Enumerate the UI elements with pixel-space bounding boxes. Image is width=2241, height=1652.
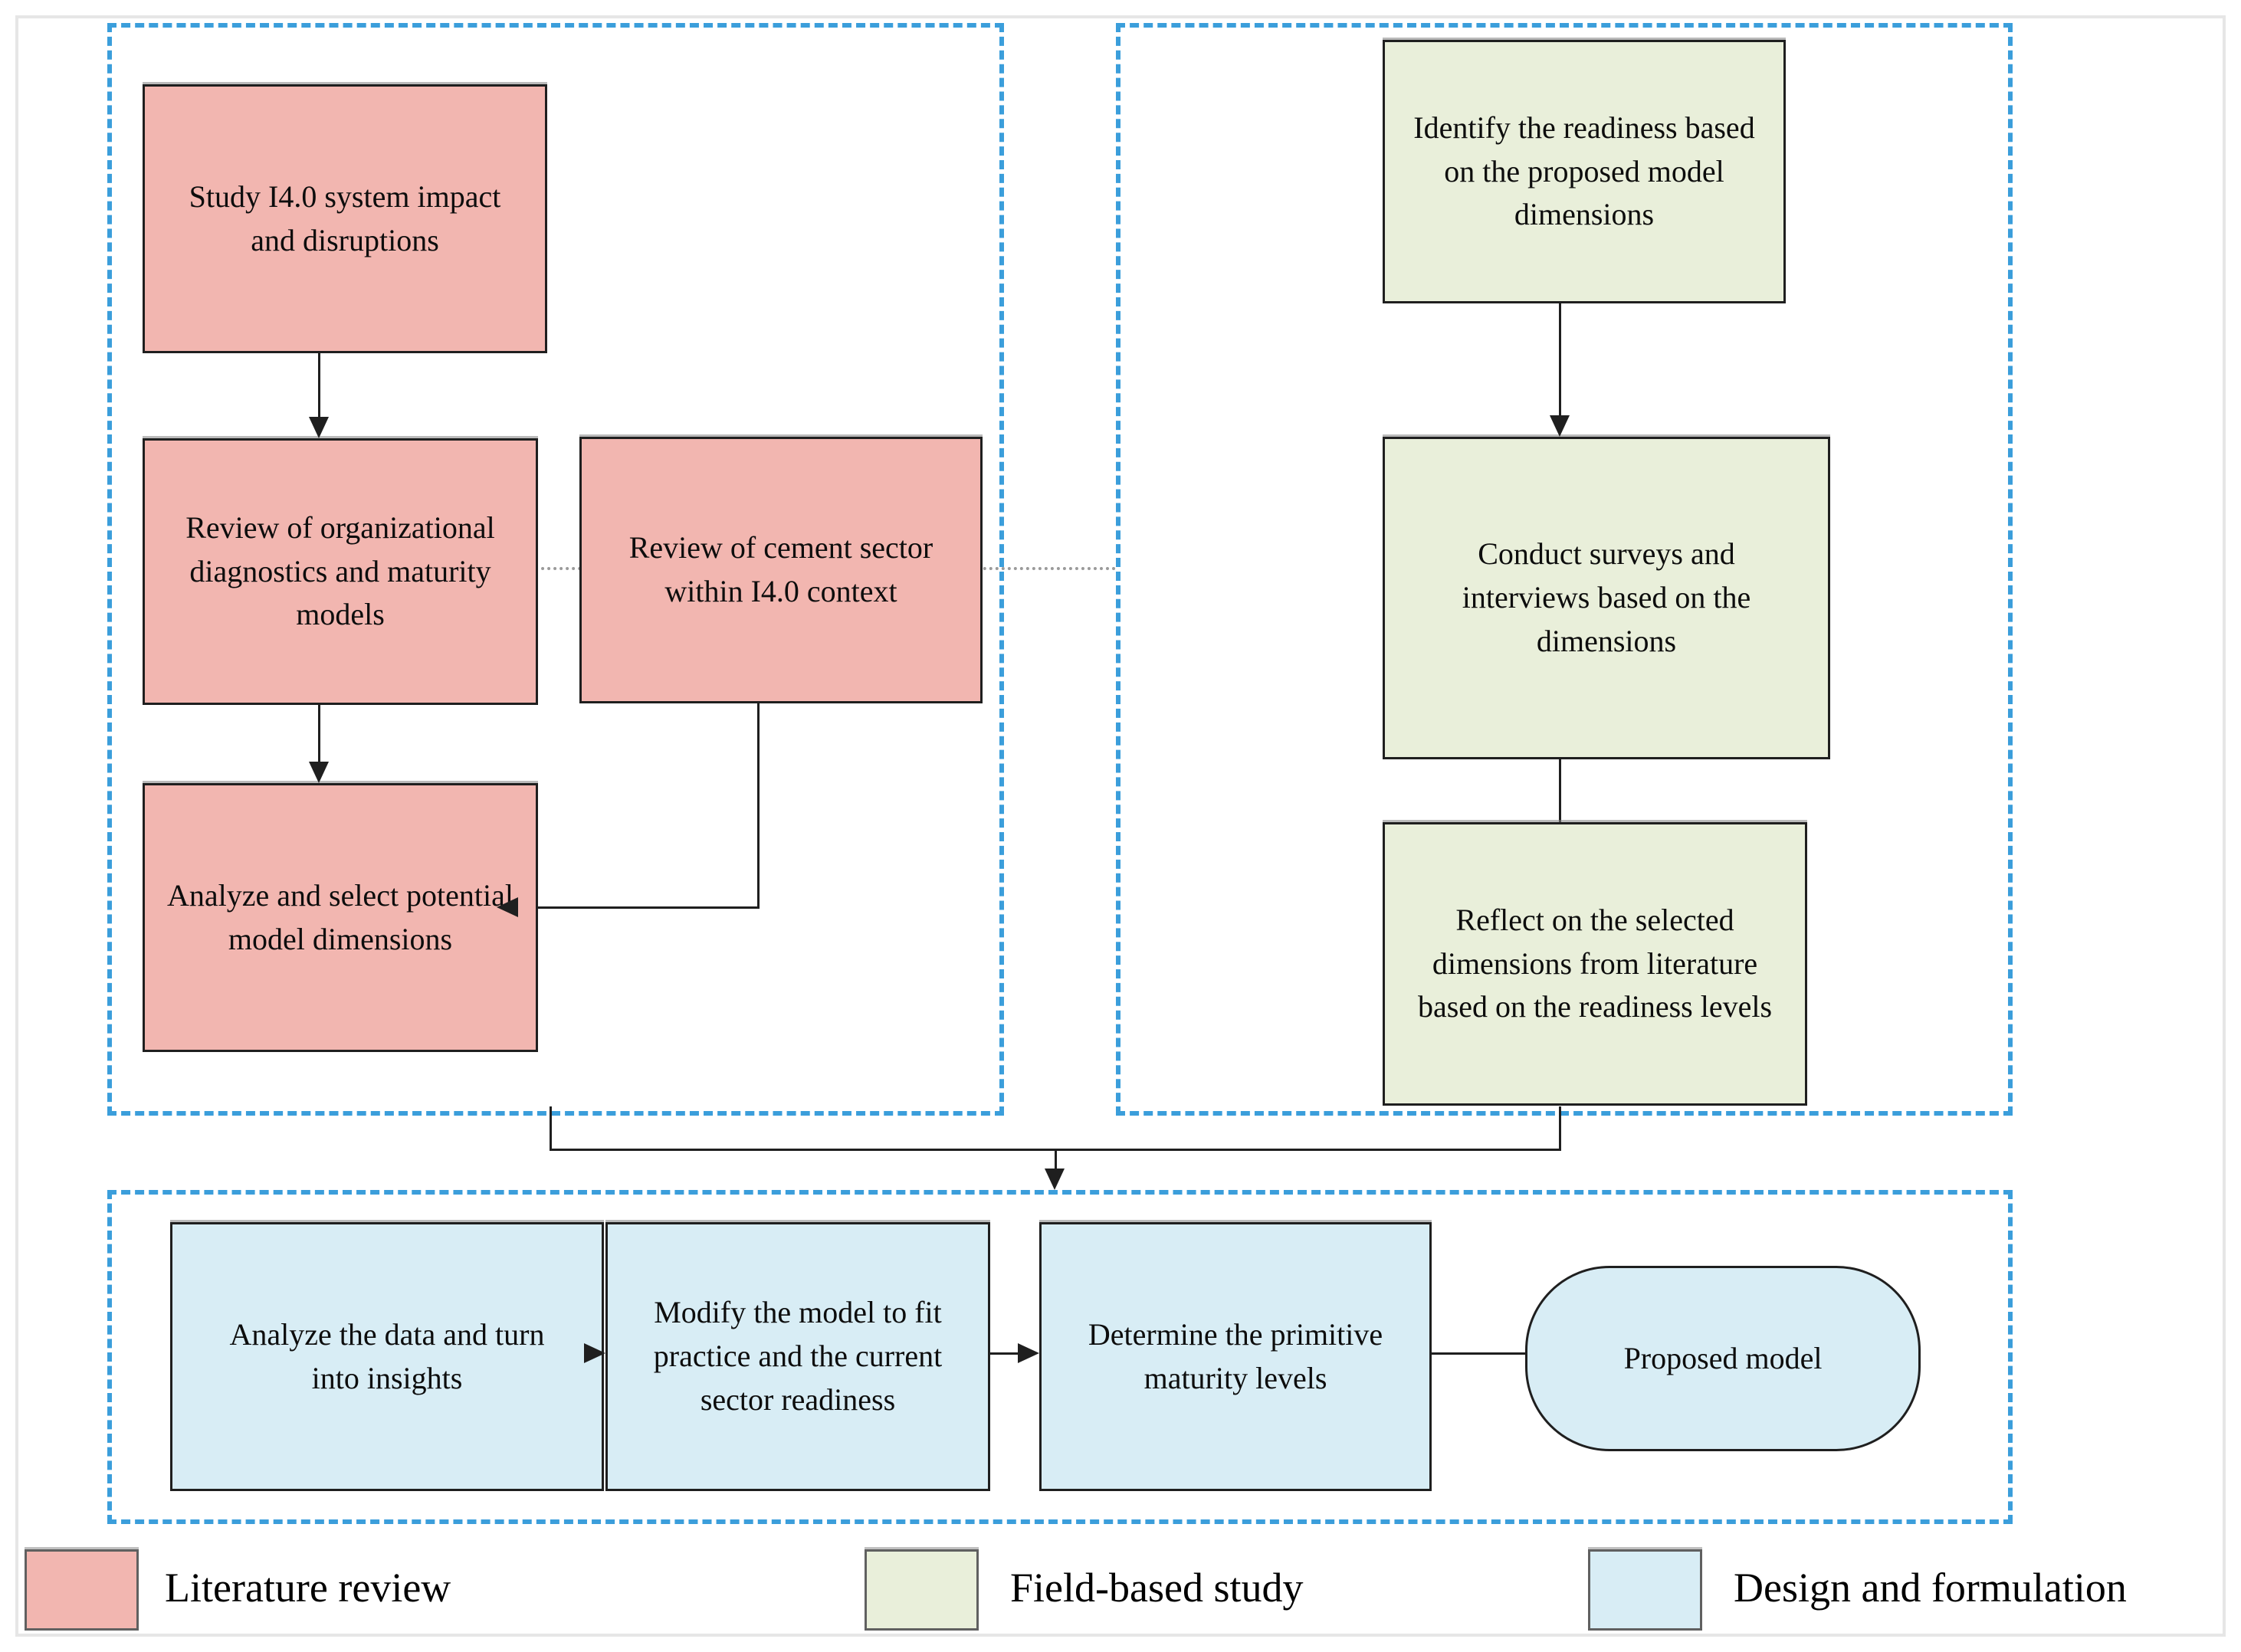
node-label: Determine the primitive maturity levels bbox=[1088, 1316, 1383, 1395]
node-label: Conduct surveys and interviews based on … bbox=[1462, 536, 1751, 658]
line-conduct-to-reflect bbox=[1559, 755, 1561, 824]
node-reflect-selected-dimensions: Reflect on the selected dimensions from … bbox=[1383, 822, 1807, 1106]
legend-label-field-based-study: Field-based study bbox=[1010, 1565, 1304, 1611]
node-proposed-model: Proposed model bbox=[1525, 1266, 1921, 1451]
node-label: Analyze the data and turn into insights bbox=[229, 1316, 545, 1395]
node-label: Study I4.0 system impact and disruptions bbox=[189, 179, 501, 257]
node-modify-model: Modify the model to fit practice and the… bbox=[605, 1222, 990, 1491]
legend-label-literature-review: Literature review bbox=[165, 1565, 451, 1611]
node-conduct-surveys-interviews: Conduct surveys and interviews based on … bbox=[1383, 437, 1830, 759]
node-label: Review of organizational diagnostics and… bbox=[185, 510, 495, 632]
line-review-cement-down bbox=[757, 699, 760, 909]
arrowhead-down-icon bbox=[1550, 415, 1570, 437]
node-label: Analyze and select potential model dimen… bbox=[166, 877, 514, 956]
line-review-cement-to-analyze-select bbox=[518, 906, 760, 909]
arrowhead-down-icon bbox=[309, 762, 329, 783]
node-identify-readiness: Identify the readiness based on the prop… bbox=[1383, 40, 1786, 303]
node-label: Reflect on the selected dimensions from … bbox=[1417, 902, 1773, 1024]
line-merge-down bbox=[1055, 1149, 1057, 1170]
node-label: Review of cement sector within I4.0 cont… bbox=[628, 530, 933, 608]
line-literature-panel-down bbox=[550, 1106, 552, 1151]
node-review-organizational-diagnostics: Review of organizational diagnostics and… bbox=[143, 438, 538, 705]
node-analyze-select-dimensions: Analyze and select potential model dimen… bbox=[143, 783, 538, 1052]
legend-swatch-literature-review bbox=[25, 1549, 139, 1631]
line-review-org-to-analyze-select bbox=[318, 700, 320, 762]
panel-field-based-study bbox=[1116, 23, 2013, 1116]
node-study-i40-impact: Study I4.0 system impact and disruptions bbox=[143, 84, 547, 353]
arrowhead-down-icon bbox=[309, 417, 329, 438]
line-determine-to-proposed bbox=[1392, 1352, 1527, 1355]
panel-design-and-formulation bbox=[107, 1190, 2013, 1524]
arrowhead-right-icon bbox=[1018, 1343, 1039, 1363]
node-label: Modify the model to fit practice and the… bbox=[653, 1295, 943, 1417]
legend-swatch-design-and-formulation bbox=[1588, 1549, 1702, 1631]
arrowhead-right-icon bbox=[584, 1343, 605, 1363]
line-identify-to-conduct bbox=[1559, 299, 1561, 417]
line-field-panel-down bbox=[1559, 1106, 1561, 1151]
node-analyze-data-insights: Analyze the data and turn into insights bbox=[170, 1222, 604, 1491]
node-label: Proposed model bbox=[1623, 1340, 1823, 1375]
arrowhead-left-icon bbox=[497, 897, 518, 917]
line-study-to-review-org bbox=[318, 349, 320, 418]
legend-swatch-field-based-study bbox=[865, 1549, 979, 1631]
node-determine-maturity-levels: Determine the primitive maturity levels bbox=[1039, 1222, 1432, 1491]
legend-label-design-and-formulation: Design and formulation bbox=[1734, 1565, 2127, 1611]
arrowhead-down-icon bbox=[1045, 1169, 1065, 1190]
node-review-cement-sector: Review of cement sector within I4.0 cont… bbox=[579, 437, 983, 703]
node-label: Identify the readiness based on the prop… bbox=[1413, 110, 1755, 232]
